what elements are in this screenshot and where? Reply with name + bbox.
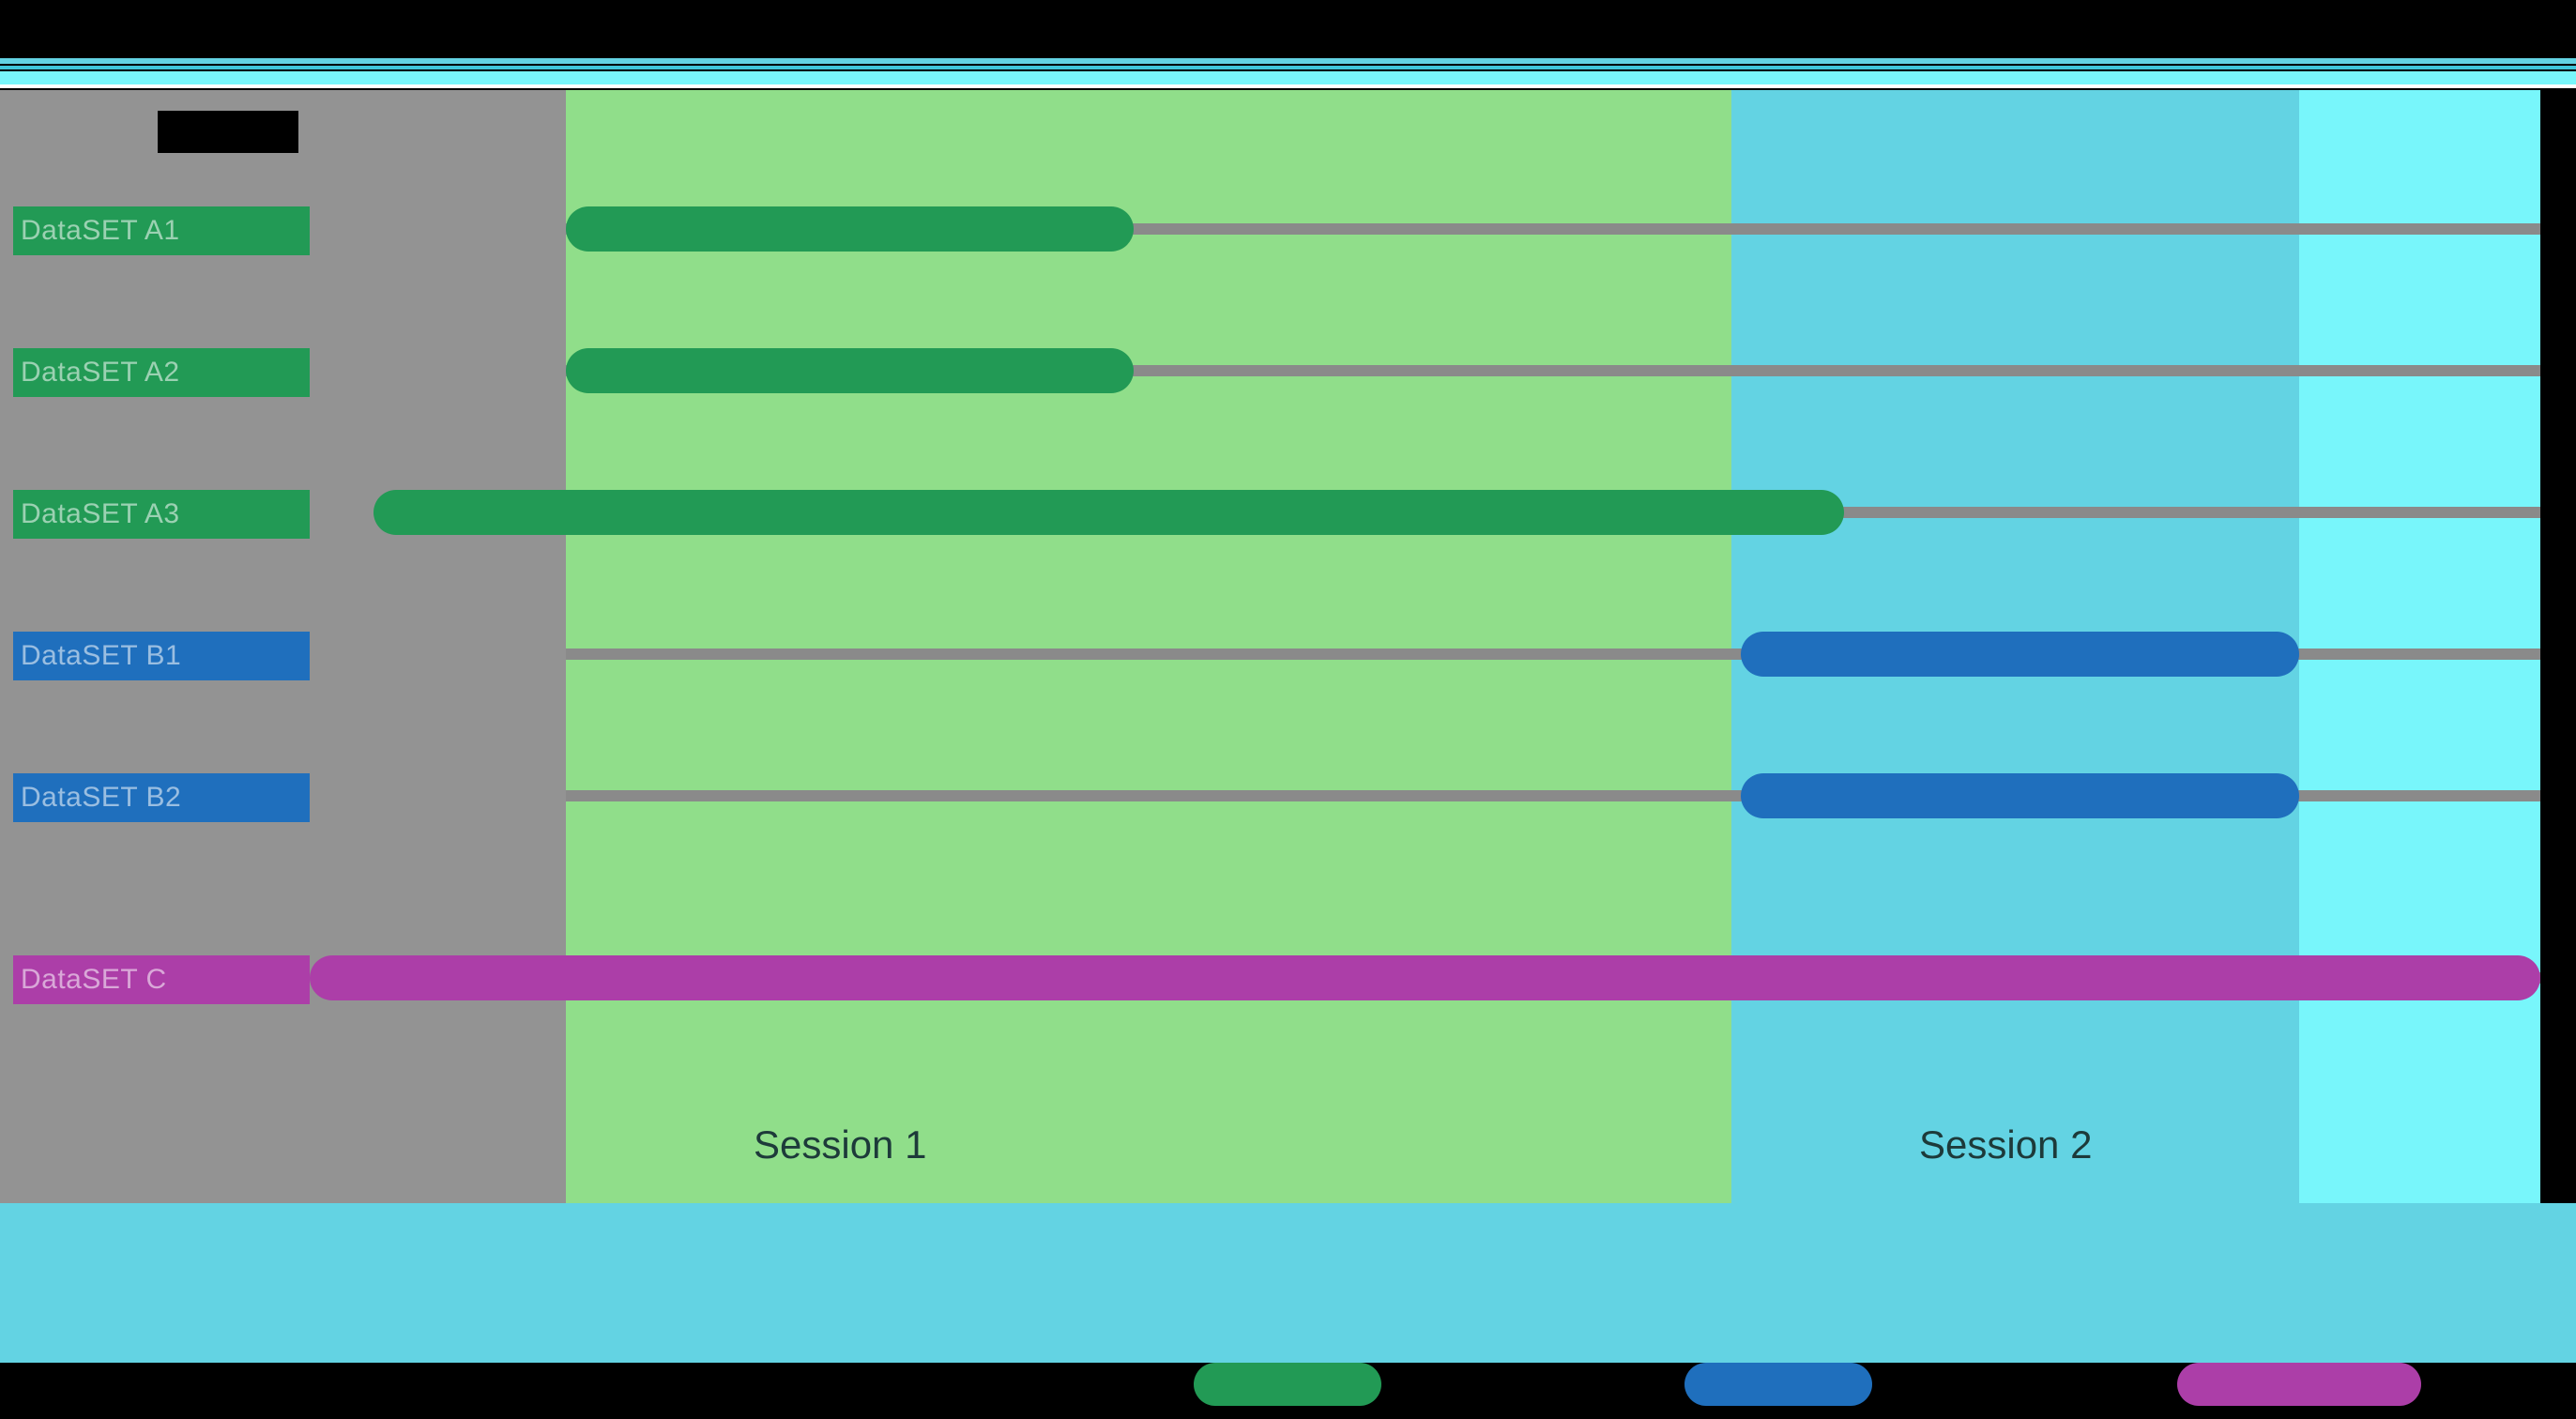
task-label-column: DataSET A1 DataSET A2 DataSET A3 DataSET… (0, 90, 551, 1203)
legend-swatch-group-a[interactable] (1194, 1363, 1381, 1406)
task-label-dataset-a1: DataSET A1 (13, 206, 310, 255)
plot-area: Session 1 Session 2 (0, 90, 2540, 1203)
top-rule-2 (0, 66, 2576, 69)
task-label-dataset-b2: DataSET B2 (13, 773, 310, 822)
band-extra (2299, 90, 2540, 1203)
task-bar-dataset-c[interactable] (310, 955, 2540, 1000)
task-label-dataset-b1: DataSET B1 (13, 632, 310, 680)
footer-strip (0, 1203, 2576, 1363)
legend-swatch-group-b[interactable] (1684, 1363, 1872, 1406)
top-rule-1 (0, 58, 2576, 64)
top-rule-3 (0, 71, 2576, 84)
task-bar-dataset-b2[interactable] (1741, 773, 2299, 818)
legend-swatch-group-c[interactable] (2177, 1363, 2421, 1406)
task-bar-dataset-a2[interactable] (566, 348, 1134, 393)
task-bar-dataset-a1[interactable] (566, 206, 1134, 252)
task-bar-dataset-a3[interactable] (373, 490, 1844, 535)
chart-title-redaction (158, 111, 298, 153)
task-label-dataset-a3: DataSET A3 (13, 490, 310, 539)
band-label-session-1: Session 1 (754, 1122, 927, 1167)
band-label-session-2: Session 2 (1919, 1122, 2093, 1167)
task-label-dataset-c: DataSET C (13, 955, 310, 1004)
task-bar-dataset-b1[interactable] (1741, 632, 2299, 677)
band-session-1: Session 1 (566, 90, 1731, 1203)
top-rule-4 (0, 84, 2576, 88)
task-label-dataset-a2: DataSET A2 (13, 348, 310, 397)
